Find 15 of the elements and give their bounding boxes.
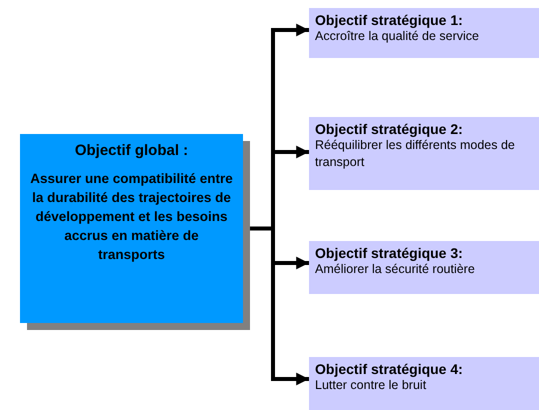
heading: Objectif stratégique 1: <box>315 12 464 28</box>
objective-box <box>309 8 539 58</box>
description: Accroître la qualité de service <box>315 28 480 45</box>
description: Assurer une compatibilité entre la durabilité des trajectoires de développement et les besoins accrus en matière de transports <box>30 170 233 264</box>
description: Améliorer la sécurité routière <box>315 261 476 278</box>
objective-box <box>309 357 539 410</box>
heading: Objectif stratégique 3: <box>315 245 464 261</box>
heading: Objectif stratégique 4: <box>315 361 464 377</box>
goal-box <box>20 134 243 323</box>
objective-box <box>309 241 539 294</box>
description: Rééquilibrer les différents modes de transport <box>315 137 516 171</box>
objective-box <box>309 117 539 190</box>
heading: Objectif global : <box>74 142 190 159</box>
description: Lutter contre le bruit <box>315 377 428 394</box>
heading: Objectif stratégique 2: <box>315 121 464 137</box>
